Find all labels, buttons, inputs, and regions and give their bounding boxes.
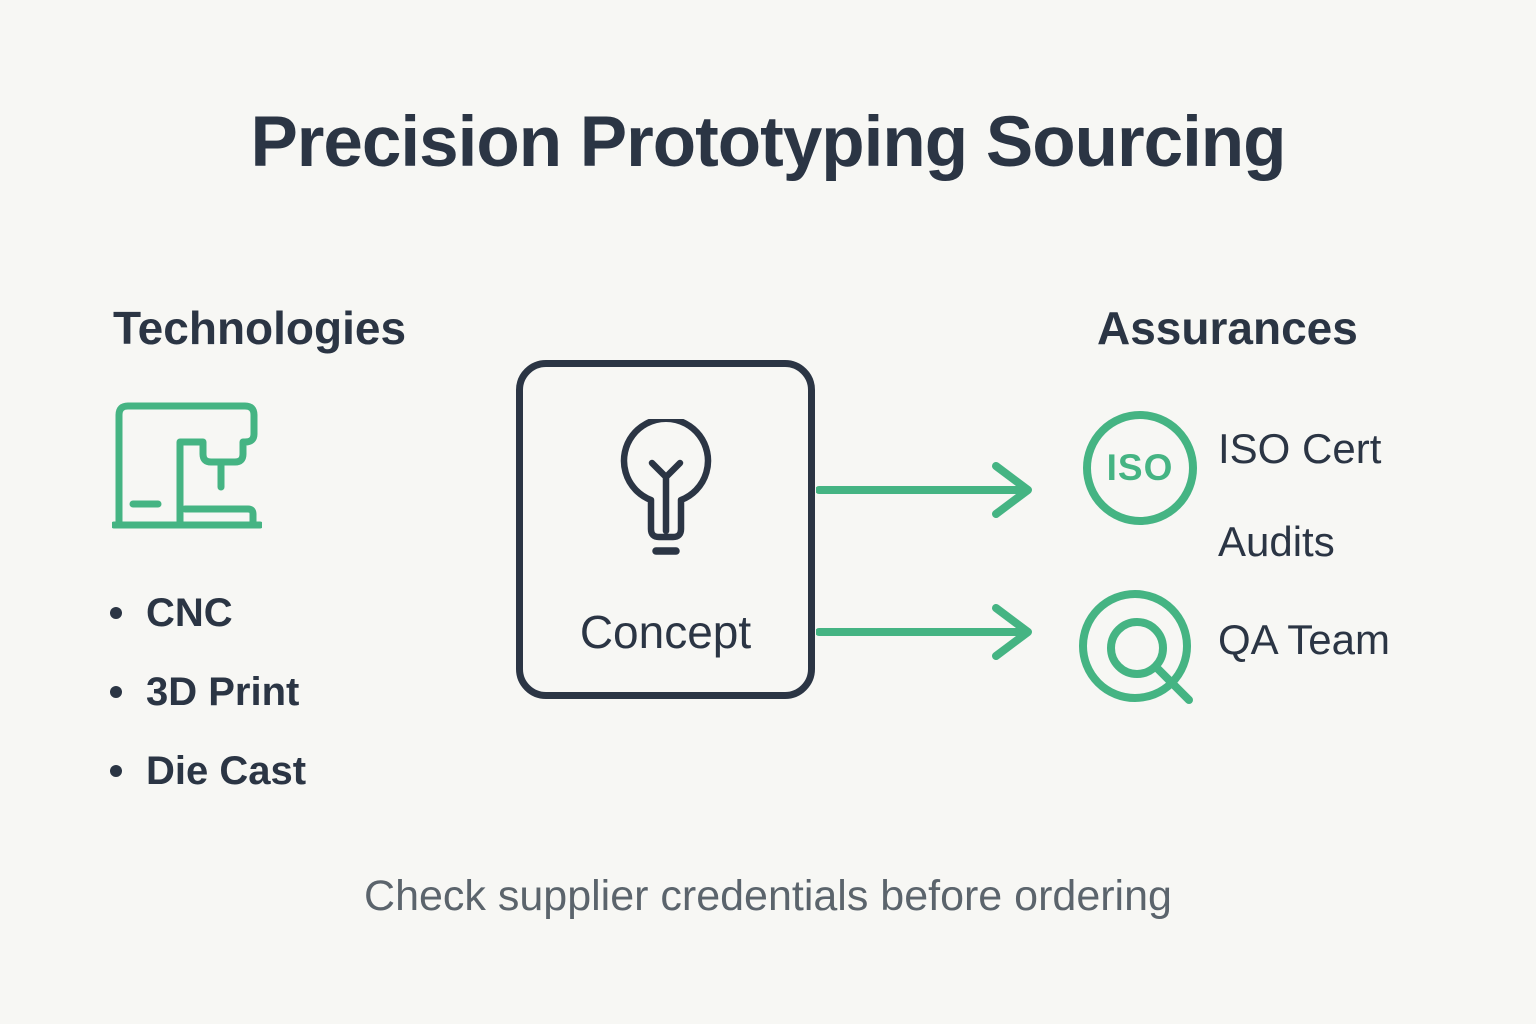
technologies-list: CNC 3D Print Die Cast [110,590,307,829]
iso-badge-icon: ISO [1083,411,1197,525]
tech-item-label: 3D Print [146,669,300,714]
lightbulb-icon [618,419,714,561]
concept-node: Concept [516,360,815,699]
tech-list-item: 3D Print [110,669,306,714]
iso-badge-text: ISO [1106,447,1174,488]
page-title: Precision Prototyping Sourcing [250,103,1286,182]
connector-arrow-to-qa [816,604,1040,660]
bullet-icon [110,765,122,777]
bullet-icon [110,607,122,619]
connector-arrow-to-iso [816,462,1040,518]
bullet-icon [110,686,122,698]
tech-list-item: CNC [110,590,306,635]
magnifier-icon [1078,589,1200,711]
assurance-label-qa-team: QA Team [1218,616,1390,663]
assurance-label-audits: Audits [1218,518,1335,565]
technologies-heading: Technologies [113,302,407,354]
tech-item-label: CNC [146,590,233,635]
concept-label: Concept [579,606,752,658]
tech-item-label: Die Cast [146,748,307,793]
tech-list-item: Die Cast [110,748,307,793]
footer-note: Check supplier credentials before orderi… [364,872,1172,920]
assurances-heading: Assurances [1097,302,1358,354]
cnc-machine-icon [112,402,262,530]
assurance-label-iso-cert: ISO Cert [1218,425,1382,472]
